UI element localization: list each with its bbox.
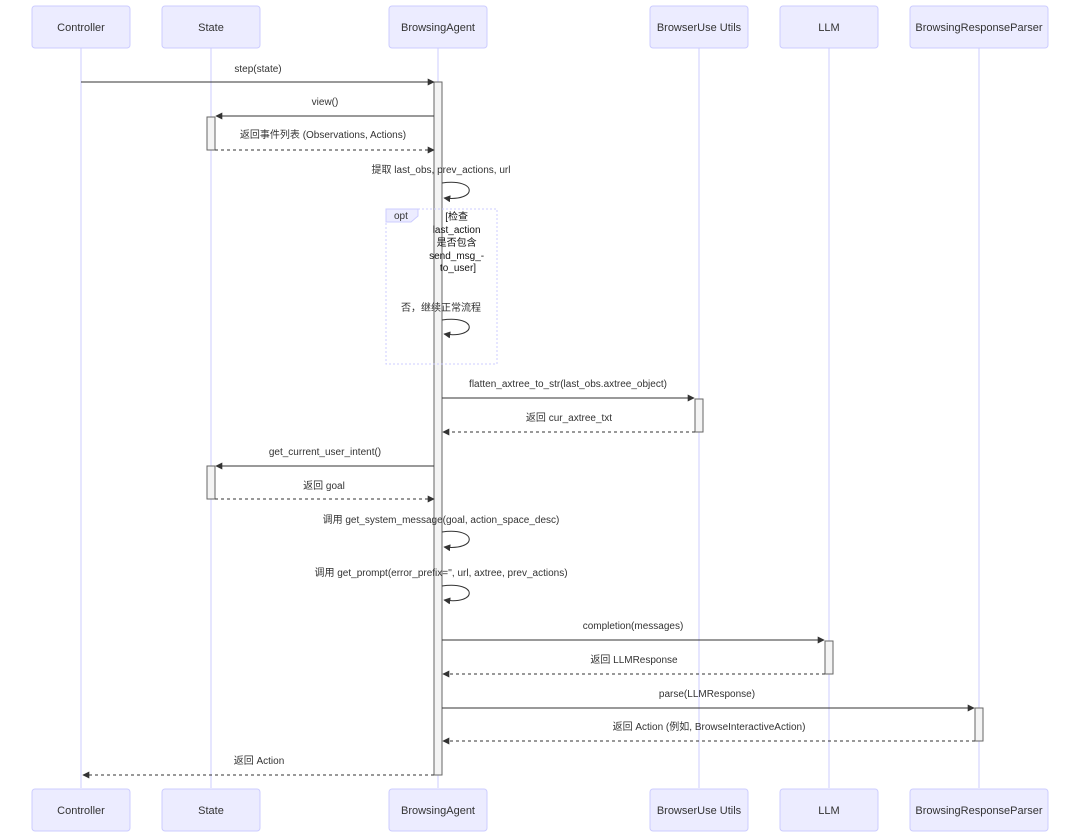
message-label-return-goal: 返回 goal [303,480,345,492]
message-return-axtree: 返回 cur_axtree_txt [442,412,695,436]
message-label-return-action-parser: 返回 Action (例如, BrowseInteractiveAction) [613,720,806,733]
actor-label-state-bottom: State [198,805,224,817]
message-label-parse: parse(LLMResponse) [659,689,755,700]
opt-label: opt [394,211,408,222]
activation-browsing-agent [433,81,443,776]
actor-label-llm-bottom: LLM [818,805,839,817]
message-parse: parse(LLMResponse) [442,689,975,712]
actor-label-browsing-agent: BrowsingAgent [401,22,475,34]
message-return-events: 返回事件列表 (Observations, Actions) [215,128,435,154]
message-label-flatten: flatten_axtree_to_str(last_obs.axtree_ob… [469,379,667,390]
message-get-intent: get_current_user_intent() [215,447,434,470]
opt-condition-line-4: send_msg_- [429,251,484,262]
message-extract: 提取 last_obs, prev_actions, url [372,164,511,203]
message-system-message: 调用 get_system_message(goal, action_space… [323,514,560,552]
activation-parser [974,707,984,742]
actor-controller-bottom: Controller [31,788,131,832]
actor-parser-top: BrowsingResponseParser [909,5,1049,49]
actor-parser-bottom: BrowsingResponseParser [909,788,1049,832]
activations [206,81,984,776]
message-label-view: view() [312,97,339,108]
opt-condition-line-5: to_user] [440,263,476,274]
message-flatten: flatten_axtree_to_str(last_obs.axtree_ob… [442,379,695,402]
message-arrow-system-message [441,530,470,552]
actor-browser-use-utils-top: BrowserUse Utils [649,5,749,49]
actor-browsing-agent-top: BrowsingAgent [388,5,488,49]
opt-condition: [检查 last_action 是否包含 send_msg_- to_user] [429,210,487,274]
message-label-system-message: 调用 get_system_message(goal, action_space… [323,514,560,526]
actor-label-controller-bottom: Controller [57,805,105,817]
message-view: view() [215,97,434,120]
message-return-llm-response: 返回 LLMResponse [442,654,825,678]
actor-label-llm: LLM [818,22,839,34]
opt-condition-line-3: 是否包含 [437,236,477,249]
message-label-return-llm-response: 返回 LLMResponse [590,654,678,666]
actor-label-controller: Controller [57,22,105,34]
actors-top: Controller State BrowsingAgent BrowserUs… [31,5,1049,49]
message-label-completion: completion(messages) [583,621,684,632]
message-arrow-extract [441,181,470,203]
message-label-return-events: 返回事件列表 (Observations, Actions) [240,128,406,141]
message-return-action-parser: 返回 Action (例如, BrowseInteractiveAction) [442,720,975,745]
actors-bottom: Controller State BrowsingAgent BrowserUs… [31,788,1049,832]
message-continue: 否，继续正常流程 [401,301,481,339]
message-arrow-get-prompt [441,584,470,605]
actor-label-parser: BrowsingResponseParser [915,22,1043,34]
message-label-continue: 否，继续正常流程 [401,301,481,314]
opt-frame [385,208,498,365]
message-return-goal: 返回 goal [215,480,435,503]
message-return-action-controller: 返回 Action [82,755,434,779]
message-label-step-state: step(state) [234,64,281,75]
actor-label-state: State [198,22,224,34]
message-completion: completion(messages) [442,621,825,644]
activation-browser-use-utils [694,398,704,433]
actor-browsing-agent-bottom: BrowsingAgent [388,788,488,832]
activation-state-1 [206,116,216,151]
actor-state-bottom: State [161,788,261,832]
activation-state-2 [206,465,216,500]
opt-label-box [385,208,419,223]
message-arrow-continue [441,318,470,339]
message-label-return-action-controller: 返回 Action [234,755,285,767]
actor-llm-bottom: LLM [779,788,879,832]
message-label-get-intent: get_current_user_intent() [269,447,381,458]
activation-llm [824,640,834,675]
messages: step(state) view() 返回事件列表 (Observations,… [81,64,975,779]
actor-label-browser-use-utils: BrowserUse Utils [657,22,742,34]
actor-llm-top: LLM [779,5,879,49]
actor-state-top: State [161,5,261,49]
opt-condition-line-2: last_action [433,225,481,236]
message-step-state: step(state) [81,64,435,86]
opt-block: opt [检查 last_action 是否包含 send_msg_- to_u… [385,208,498,365]
opt-condition-line-1: [检查 [445,210,468,223]
actor-label-browsing-agent-bottom: BrowsingAgent [401,805,475,817]
message-label-get-prompt: 调用 get_prompt(error_prefix='', url, axtr… [314,567,567,579]
actor-controller-top: Controller [31,5,131,49]
actor-label-parser-bottom: BrowsingResponseParser [915,805,1043,817]
message-label-extract: 提取 last_obs, prev_actions, url [372,164,511,176]
message-get-prompt: 调用 get_prompt(error_prefix='', url, axtr… [314,567,568,605]
message-label-return-axtree: 返回 cur_axtree_txt [526,412,612,424]
actor-label-browser-use-utils-bottom: BrowserUse Utils [657,805,742,817]
actor-browser-use-utils-bottom: BrowserUse Utils [649,788,749,832]
